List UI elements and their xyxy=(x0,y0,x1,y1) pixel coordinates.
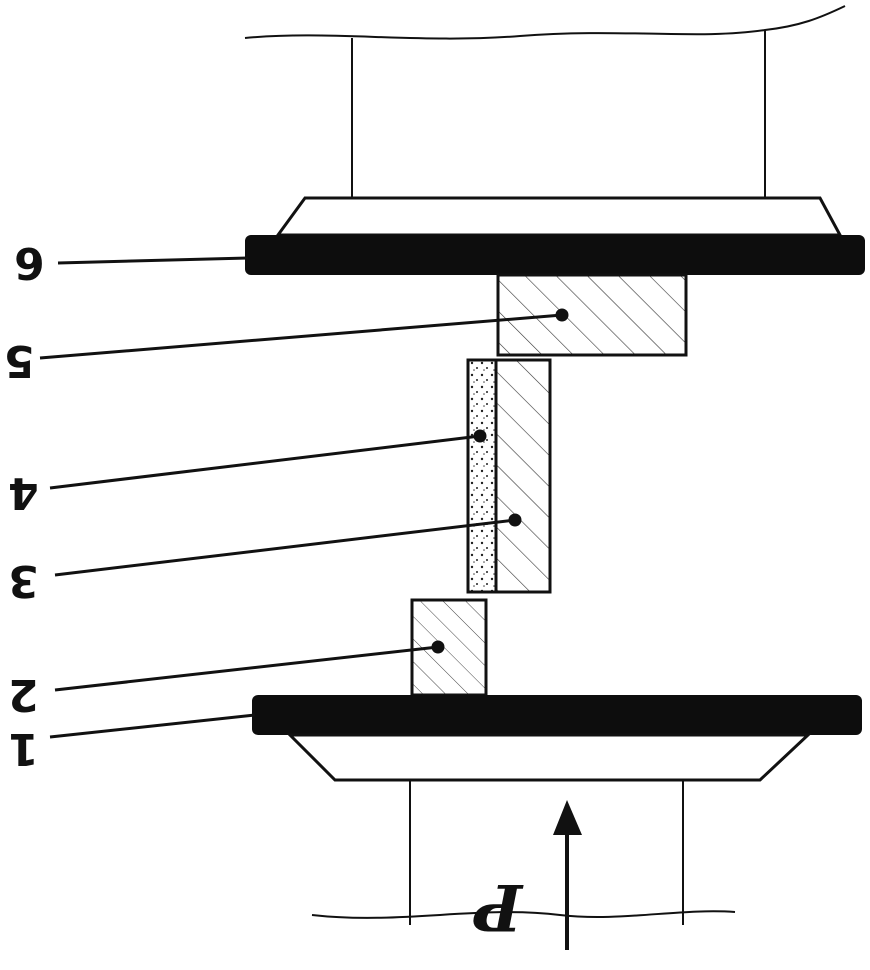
label-part-5: 5 xyxy=(4,335,35,386)
specimen-strip xyxy=(466,358,498,594)
leader-4 xyxy=(49,434,481,490)
label-part-2: 2 xyxy=(8,669,39,720)
leader-2-dot xyxy=(431,640,445,654)
lower-plate xyxy=(252,695,862,735)
label-force: P xyxy=(474,869,523,944)
force-arrow xyxy=(553,800,582,950)
leader-6 xyxy=(57,256,249,265)
upper-platen-taper xyxy=(275,196,843,237)
leader-3-dot xyxy=(508,513,522,527)
leader-3 xyxy=(54,518,516,577)
backing-block xyxy=(494,358,552,594)
leader-2 xyxy=(54,645,439,692)
lower-platen-taper xyxy=(286,733,812,782)
leader-5-dot xyxy=(555,308,569,322)
label-part-6: 6 xyxy=(14,237,45,288)
lower-column xyxy=(311,780,736,925)
upper-column xyxy=(244,5,846,198)
label-part-3: 3 xyxy=(8,555,39,606)
leader-1 xyxy=(49,713,256,739)
label-part-1: 1 xyxy=(8,723,39,774)
leader-5 xyxy=(39,313,563,360)
leader-4-dot xyxy=(473,429,487,443)
upper-plate xyxy=(245,235,865,275)
upper-block xyxy=(496,273,688,357)
leader-lines xyxy=(39,256,569,739)
label-part-4: 4 xyxy=(8,467,39,518)
